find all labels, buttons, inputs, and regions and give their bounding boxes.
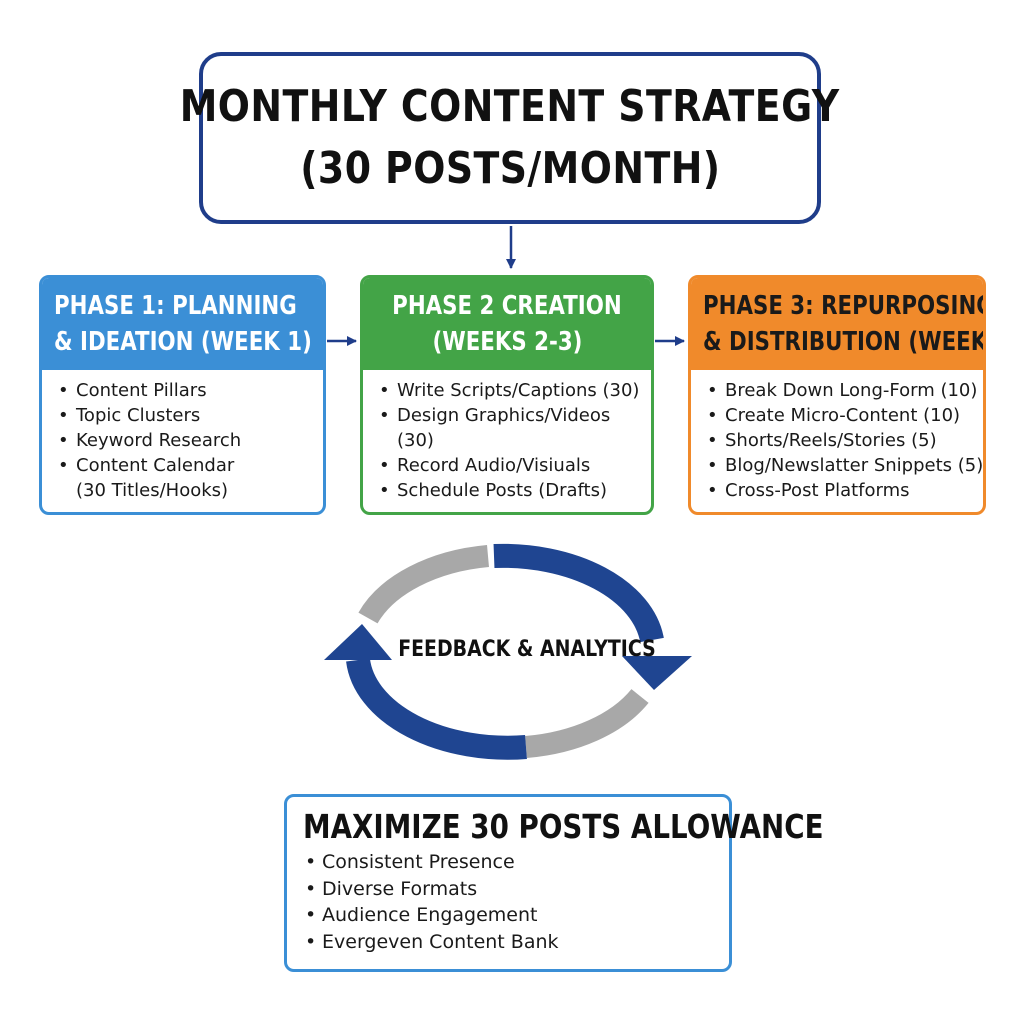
summary-box: MAXIMIZE 30 POSTS ALLOWANCE Consistent P… [284,794,824,972]
phase-3-header: PHASE 3: REPURPOSING & DISTRIBUTION (WEE… [691,278,983,370]
list-item: Break Down Long-Form (10) [691,378,983,403]
list-item: Consistent Presence [287,849,559,876]
phase-2-heading-line-1: PHASE 2 CREATION [392,291,622,321]
list-item: Content Calendar [42,453,323,478]
list-item: Evergeven Content Bank [287,929,559,956]
phase-3-card: PHASE 3: REPURPOSING & DISTRIBUTION (WEE… [688,275,986,515]
cycle-gray-bottom-segment [524,688,649,758]
phase-3-heading-line-2: & DISTRIBUTION (WEEK 4 [703,327,986,357]
cycle-gray-top-segment [358,545,490,624]
list-item-continuation: (30) [397,430,434,451]
list-item: Design Graphics/Videos [363,403,651,428]
list-item: Shorts/Reels/Stories (5) [691,428,983,453]
phase-2-list: Write Scripts/Captions (30) Design Graph… [363,370,651,503]
phase-1-header: PHASE 1: PLANNING & IDEATION (WEEK 1) [42,278,323,370]
title-line-2: (30 POSTS/MONTH) [299,143,721,194]
list-item: Audience Engagement [287,902,559,929]
phase-1-list: Content Pillars Topic Clusters Keyword R… [42,370,323,503]
phase-2-heading-line-2: (WEEKS 2-3) [432,327,582,357]
title-line-1: MONTHLY CONTENT STRATEGY [180,81,840,132]
title-box: MONTHLY CONTENT STRATEGY (30 POSTS/MONTH… [180,52,840,224]
phase-1-heading-line-1: PHASE 1: PLANNING [54,291,297,321]
list-item: Record Audio/Visiuals [363,453,651,478]
list-item-continuation: (30 Titles/Hooks) [76,480,229,501]
list-item: Create Micro-Content (10) [691,403,983,428]
phase-1-card: PHASE 1: PLANNING & IDEATION (WEEK 1) Co… [39,275,326,515]
list-item: Blog/Newslatter Snippets (5) [691,453,983,478]
list-item: Keyword Research [42,428,323,453]
summary-list: Consistent Presence Diverse Formats Audi… [287,849,559,955]
list-item: Schedule Posts (Drafts) [363,478,651,503]
cycle-blue-left-segment [346,658,527,760]
feedback-cycle [324,543,692,760]
cycle-arrowhead-left [324,624,392,660]
feedback-cycle-label: FEEDBACK & ANALYTICS [398,637,656,662]
list-item: Topic Clusters [42,403,323,428]
cycle-blue-right-segment [493,543,664,643]
list-item: Write Scripts/Captions (30) [363,378,651,403]
summary-title: MAXIMIZE 30 POSTS ALLOWANCE [303,807,824,846]
list-item: Diverse Formats [287,876,559,903]
phase-2-header: PHASE 2 CREATION (WEEKS 2-3) [363,278,651,370]
list-item: Cross-Post Platforms [691,478,983,503]
phase-3-heading-line-1: PHASE 3: REPURPOSING [703,291,986,321]
cycle-arrowhead-right [622,656,692,690]
phase-3-list: Break Down Long-Form (10) Create Micro-C… [691,370,983,503]
list-item: Content Pillars [42,378,323,403]
phase-2-card: PHASE 2 CREATION (WEEKS 2-3) Write Scrip… [360,275,654,515]
phase-1-heading-line-2: & IDEATION (WEEK 1) [54,327,312,357]
